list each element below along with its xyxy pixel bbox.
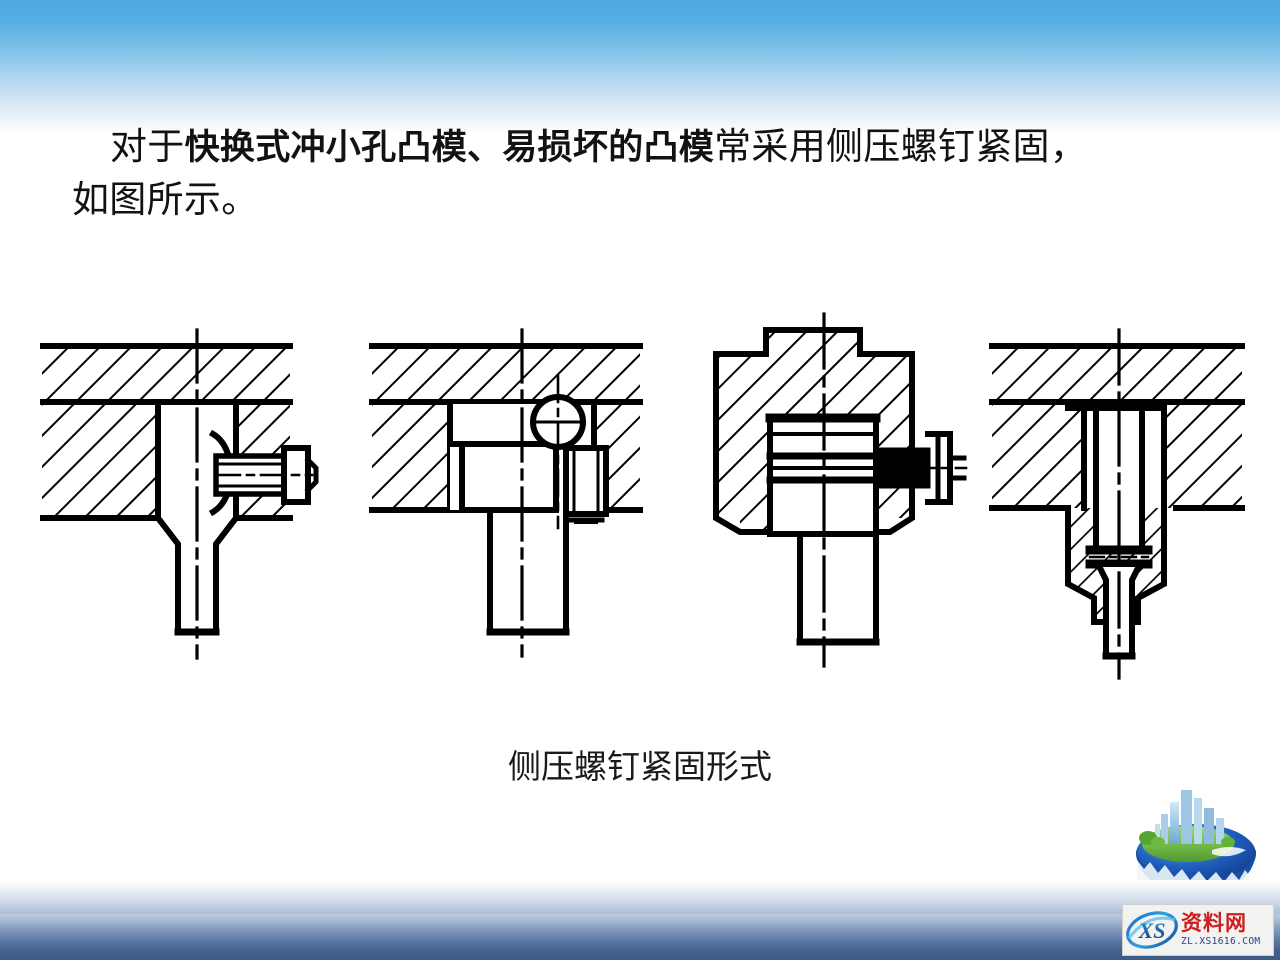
- panel1-upper-plate: [40, 343, 293, 405]
- panel3-centerline: [822, 312, 968, 668]
- svg-text:XS: XS: [1138, 918, 1166, 943]
- body-text-line-1: 对于快换式冲小孔凸模、易损坏的凸模常采用侧压螺钉紧固，: [72, 122, 1237, 175]
- globe-city-decoration: [1128, 780, 1264, 898]
- body-text-segment-plain-2: 常采用侧压螺钉紧固，: [714, 127, 1088, 168]
- body-text-segment-emphasis: 快换式冲小孔凸模、易损坏的凸模: [184, 128, 715, 168]
- globe-land: [1142, 826, 1234, 862]
- panel2-punch: [447, 401, 570, 636]
- panel2-upper-plate: [369, 343, 643, 405]
- panel4-centerline: [1088, 328, 1150, 680]
- diagram-panel-3: [713, 312, 968, 668]
- bottom-band-sheen: [0, 914, 1280, 940]
- bottom-gradient-band: [0, 880, 1280, 960]
- diagram-panel-2: [369, 328, 643, 658]
- globe-trees: [1139, 831, 1235, 847]
- watermark-logo-icon: XS: [1123, 908, 1181, 952]
- watermark-url: ZL.XS1616.COM: [1181, 935, 1261, 947]
- body-text: 对于快换式冲小孔凸模、易损坏的凸模常采用侧压螺钉紧固， 如图所示。: [72, 122, 1237, 227]
- body-text-segment-plain-1: 对于: [110, 127, 185, 168]
- panel4-upper-plate: [989, 343, 1245, 405]
- watermark: XS 资料网 ZL.XS1616.COM: [1122, 904, 1274, 956]
- watermark-site-name: 资料网: [1181, 910, 1247, 935]
- figure-drawing-area: [40, 312, 1250, 704]
- panel2-side-pressure-screw: [563, 445, 609, 524]
- globe-ice-edge: [1137, 860, 1250, 896]
- globe-underside: [1136, 850, 1256, 892]
- panel1-centerline: [195, 328, 314, 660]
- top-gradient-band: [0, 0, 1280, 132]
- globe-wave: [1212, 847, 1246, 857]
- globe-city-skyline: [1155, 790, 1224, 844]
- watermark-text-block: 资料网 ZL.XS1616.COM: [1181, 910, 1273, 948]
- body-text-line-2: 如图所示。: [72, 179, 259, 221]
- punch-fastening-diagrams: [40, 312, 1245, 680]
- globe-ocean: [1136, 824, 1256, 884]
- figure-caption: 侧压螺钉紧固形式: [508, 747, 772, 786]
- diagram-panel-4: [989, 328, 1245, 680]
- panel2-centerline: [520, 328, 560, 658]
- diagram-panel-1: [40, 328, 319, 660]
